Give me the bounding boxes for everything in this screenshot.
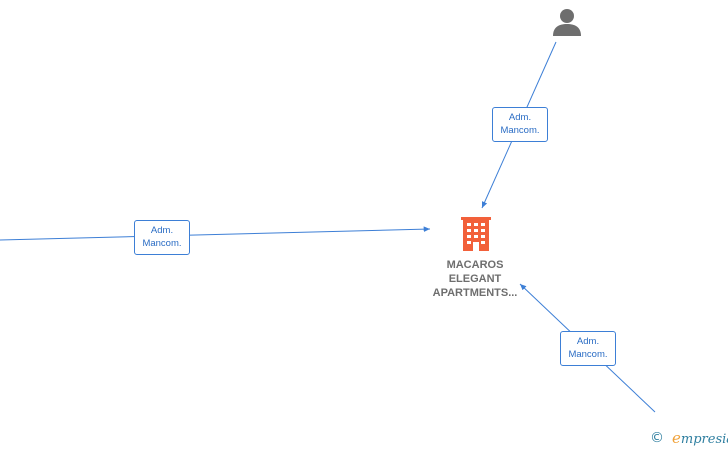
edge-label-type: Mancom.	[568, 349, 608, 360]
edge-left-line[interactable]	[0, 226, 431, 241]
edge-label-role: Adm.	[508, 112, 532, 123]
brand-name: empresia	[672, 430, 728, 448]
company-name-line-3: APARTMENTS...	[432, 287, 518, 299]
company-name[interactable]: MACAROS ELEGANT APARTMENTS...	[410, 258, 540, 300]
person-icon[interactable]	[552, 7, 582, 37]
company-name-line-1: MACAROS	[446, 259, 504, 271]
edge-label-bottom[interactable]: Adm. Mancom.	[560, 331, 616, 366]
edge-label-role: Adm.	[576, 336, 600, 347]
edge-label-role: Adm.	[150, 225, 174, 236]
brand-rest: mpresia	[680, 432, 728, 447]
edge-label-type: Mancom.	[500, 125, 540, 136]
edge-label-type: Mancom.	[142, 238, 182, 249]
company-name-line-2: ELEGANT	[448, 273, 502, 285]
brand-first-letter: e	[672, 429, 681, 447]
building-icon[interactable]	[461, 217, 491, 251]
copyright-icon: ©	[650, 430, 664, 446]
edge-label-left[interactable]: Adm. Mancom.	[134, 220, 190, 255]
edge-label-top[interactable]: Adm. Mancom.	[492, 107, 548, 142]
